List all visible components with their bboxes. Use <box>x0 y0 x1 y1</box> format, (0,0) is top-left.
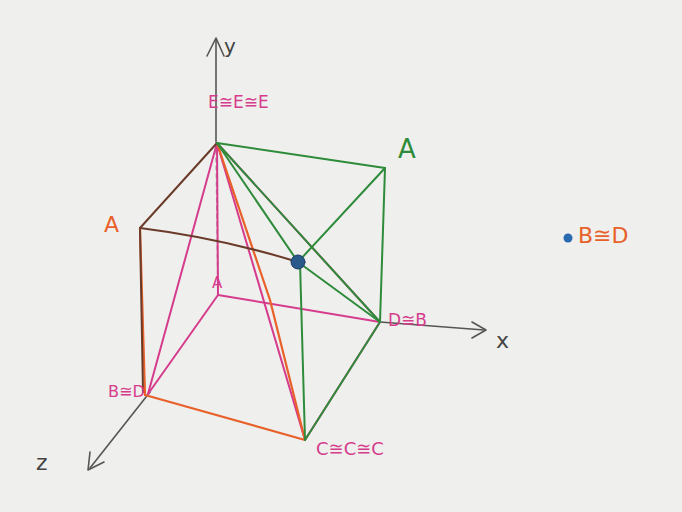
vertex-label: B≅D <box>108 384 145 400</box>
orange-cube <box>140 143 305 440</box>
blue-dot <box>564 234 573 243</box>
vertex-label: A <box>398 136 416 162</box>
brown-edges <box>140 143 298 392</box>
vertex-label: E≅E≅E <box>208 94 269 111</box>
vertex-label: A <box>104 214 119 236</box>
vertex-label: D≅B <box>388 312 427 329</box>
blue-dot <box>291 255 305 269</box>
axis-label: y <box>224 36 236 56</box>
axis-label: x <box>496 330 509 352</box>
pyramid-edges <box>148 143 380 440</box>
vertex-label: A <box>212 276 222 291</box>
green-cube <box>217 143 385 440</box>
vertex-label: B≅D <box>578 225 628 247</box>
axis-label: z <box>36 452 48 474</box>
vertex-label: C≅C≅C <box>316 440 384 458</box>
axes <box>88 38 486 470</box>
